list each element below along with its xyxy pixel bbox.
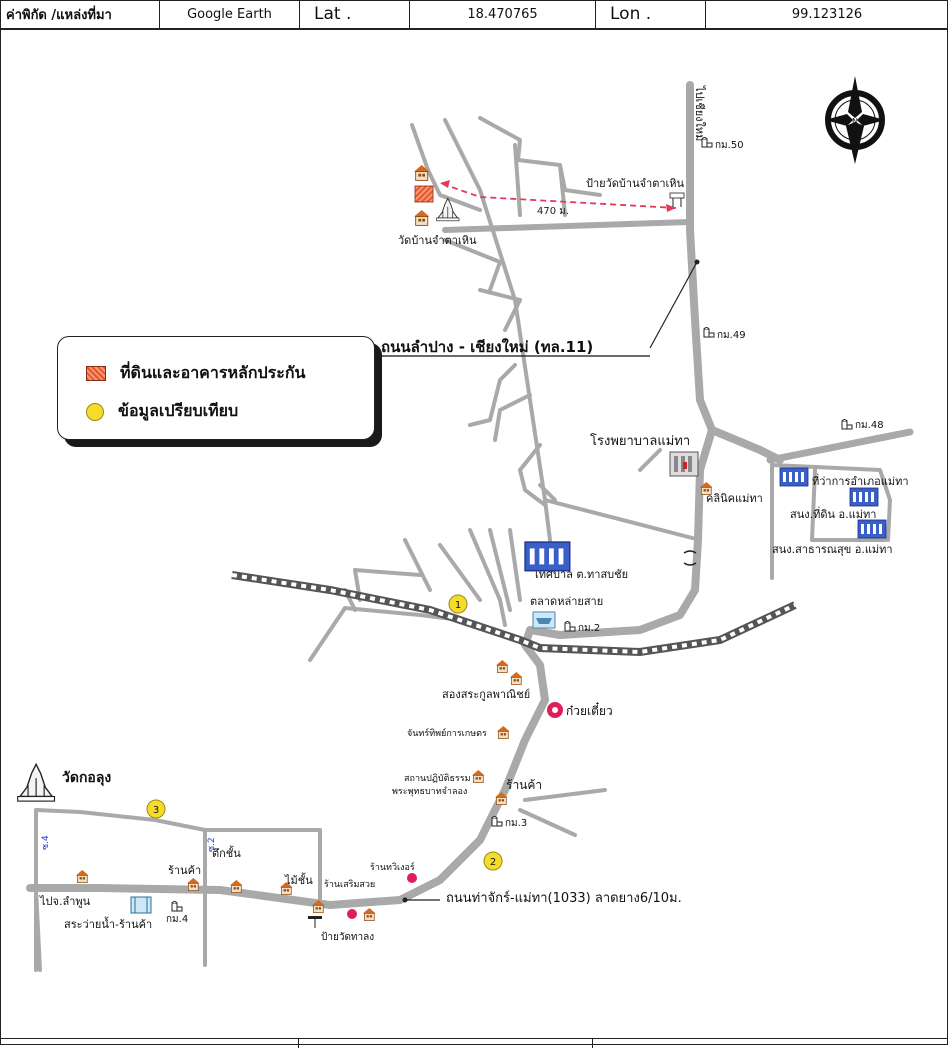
shop2-label: ร้านค้า <box>168 864 201 877</box>
buddha-label: พระพุทธบาทจำลอง <box>392 786 467 797</box>
shop-two-label: ร้านทวิเงอร์ <box>370 861 415 873</box>
hospital-icon <box>669 451 699 477</box>
svg-text:3: 3 <box>153 805 159 816</box>
legend-comparison-label: ข้อมูลเปรียบเทียบ <box>118 401 239 420</box>
land-office-label: สนง.ที่ดิน อ.แม่ทา <box>790 506 876 521</box>
distance-label: 470 ม. <box>537 206 569 217</box>
noodle-label: ก๋วยเตี๋ยว <box>566 701 613 718</box>
lat-value: 18.470765 <box>410 0 596 28</box>
legend-collateral-label: ที่ดินและอาคารหลักประกัน <box>120 363 306 382</box>
pool-icon <box>130 896 152 914</box>
comparison-marker-2: 2 <box>483 851 503 871</box>
compass-icon: N <box>825 76 885 164</box>
collateral-marker <box>414 185 434 203</box>
km48-label: กม.48 <box>855 420 884 431</box>
lon-value: 99.123126 <box>791 6 863 22</box>
comparison-swatch <box>86 402 104 421</box>
km50-label: กม.50 <box>715 140 744 151</box>
hospital-label: โรงพยาบาลแม่ทา <box>590 433 690 449</box>
soi4-label: ซ.4 <box>41 835 51 850</box>
legend-comparison: ข้อมูลเปรียบเทียบ <box>86 399 238 424</box>
pool-label: สระว่ายน้ำ-ร้านค้า <box>64 916 152 931</box>
source-value: Google Earth <box>160 0 300 28</box>
footer-bar <box>0 1038 948 1048</box>
km49-label: กม.49 <box>717 330 746 341</box>
shop-jan-label: จันทร์ทิพย์การเกษตร <box>407 727 487 739</box>
building-label: ตึกชั้น <box>212 845 241 860</box>
market-label: ตลาดหล่ายสาย <box>530 595 603 608</box>
km4-label: กม.4 <box>166 914 188 925</box>
to-lamphun-label: ไปจ.ลำพูน <box>39 895 91 908</box>
minor-roads <box>34 116 892 972</box>
km2-label: กม.2 <box>578 623 600 634</box>
compass-label: N <box>852 117 858 126</box>
practice-label: สถานปฏิบัติธรรม <box>404 773 471 784</box>
soi2-label: ซ.2 <box>207 837 217 852</box>
legend-collateral: ที่ดินและอาคารหลักประกัน <box>86 361 305 386</box>
comparison-marker-1: 1 <box>448 594 468 614</box>
health-office-label: สนง.สาธารณสุข อ.แม่ทา <box>772 543 893 556</box>
sign-icon <box>308 916 322 928</box>
road-main-label: ถนนลำปาง - เชียงใหม่ (ทล.11) <box>381 338 593 356</box>
lon-label: Lon . <box>596 0 706 28</box>
lat-label: Lat . <box>300 0 410 28</box>
market-icon <box>532 611 556 629</box>
noodle-icon <box>547 702 563 718</box>
source-label: ค่าพิกัด /แหล่งที่มา <box>0 0 160 28</box>
main-roads <box>26 81 914 909</box>
svg-text:2: 2 <box>490 857 496 868</box>
clinic-label: คลินิคแม่ทา <box>706 492 763 505</box>
to-top-label: ไปเชียงใหม่ <box>693 85 706 141</box>
legend-box: ที่ดินและอาคารหลักประกัน ข้อมูลเปรียบเที… <box>57 336 375 440</box>
svg-text:1: 1 <box>455 600 461 611</box>
shop1-label: ร้านค้า <box>506 778 542 792</box>
shop-serm-label: ร้านเสริมสวย <box>324 879 375 890</box>
km-post-icon <box>171 137 853 912</box>
km3-label: กม.3 <box>505 818 527 829</box>
noodle-icon <box>347 873 417 919</box>
wat-kolung-label: วัดกอลุง <box>62 770 111 786</box>
bridge-icon <box>683 550 697 566</box>
distance-route: 470 ม. <box>439 180 677 217</box>
comparison-marker-3: 3 <box>146 799 166 819</box>
wat-sign-label: ป้ายวัดบ้านจำตาเหิน <box>586 177 685 190</box>
sign-icon <box>669 192 685 207</box>
header-bar: ค่าพิกัด /แหล่งที่มา Google Earth Lat . … <box>0 0 948 30</box>
railway <box>231 571 797 657</box>
temple-icon <box>17 763 56 802</box>
wat-sign2-label: ป้ายวัดทาลง <box>321 931 374 943</box>
wat-jam-label: วัดบ้านจำตาเหิน <box>398 234 477 247</box>
district-office-label: ที่ว่าการอำเภอแม่ทา <box>812 473 909 488</box>
road-second-label: ถนนท่าจักร์-แม่ทา(1033) ลาดยาง6/10ม. <box>446 890 682 906</box>
collateral-swatch <box>86 366 106 381</box>
shop-song-label: สองสระกูลพาณิชย์ <box>442 688 530 701</box>
municipality-label: เทศบาล ต.ทาสบชัย <box>535 568 628 581</box>
wood-label: ไม้ชั้น <box>284 872 313 887</box>
